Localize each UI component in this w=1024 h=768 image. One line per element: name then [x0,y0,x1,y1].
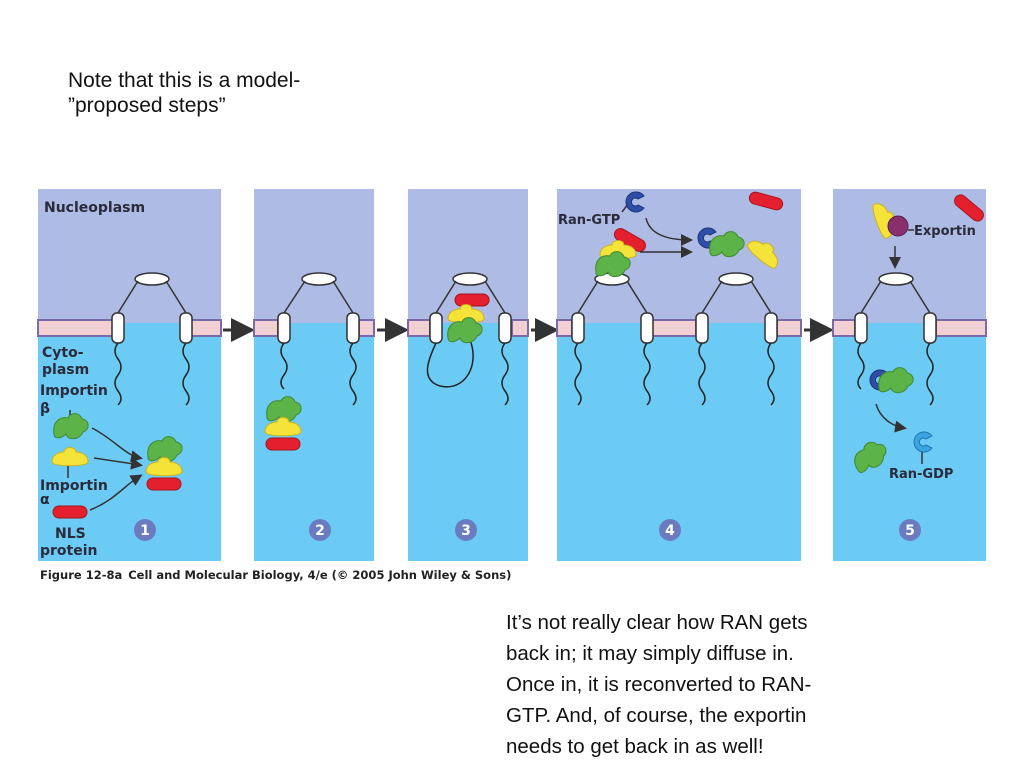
step-badge-2 [309,519,331,541]
step-number-5: 5 [905,523,915,539]
explanation-line-5: needs to get back in as well! [506,735,764,758]
panel-step-1: Nucleoplasm Cyto- plasm Importin β Impor… [37,189,222,561]
explanation-line-4: GTP. And, of course, the exportin [506,704,807,727]
panel-step-4: Ran-GTP 4 [556,189,802,561]
ran-gdp-label: Ran-GDP [889,467,953,482]
nls-protein-entering [454,293,490,307]
explanation-line-2: back in; it may simply diffuse in. [506,642,794,665]
figure-caption: Figure 12-8a Cell and Molecular Biology, … [40,568,511,582]
explanation-line-3: Once in, it is reconverted to RAN- [506,673,812,696]
panel-step-3: 3 [407,189,529,561]
figure-caption-number: Figure 12-8a [40,568,122,582]
exportin-label: Exportin [914,224,976,239]
model-note: Note that this is a model-”proposed step… [68,68,300,118]
nucleoplasm-label: Nucleoplasm [44,200,145,216]
panel-step-2: 2 [253,189,375,561]
model-note-line-1: Note that this is a model- [68,69,301,92]
step-number-4: 4 [665,523,675,539]
importin-alpha-label: Importin [40,478,108,494]
step-number-2: 2 [315,523,325,539]
step-number-1: 1 [140,523,150,539]
cytoplasm-label-2: plasm [42,362,89,378]
explanation-line-1: It’s not really clear how RAN gets [506,611,808,634]
exportin-shape [887,215,909,237]
assembled-import-complex [146,437,182,490]
nls-label-2: protein [40,543,98,559]
alpha-symbol: α [40,492,50,508]
panel-step-5: Exportin Ran-GDP 5 [832,189,987,561]
figure-caption-text: Cell and Molecular Biology, 4/e (© 2005 … [128,568,511,582]
docked-import-complex [265,397,301,450]
cytoplasm-label-1: Cyto- [42,345,84,361]
step-badge-4 [659,519,681,541]
explanation-text: It’s not really clear how RAN gets back … [506,607,896,762]
ran-gtp-label: Ran-GTP [558,213,620,228]
nls-label-1: NLS [55,526,86,542]
step-badge-5 [899,519,921,541]
step-badge-3 [455,519,477,541]
model-note-line-2: ”proposed steps” [68,94,226,117]
beta-symbol: β [40,401,50,417]
step-badge-1 [134,519,156,541]
nls-protein-shape [52,505,88,519]
importin-beta-label: Importin [40,383,108,399]
step-number-3: 3 [461,523,471,539]
